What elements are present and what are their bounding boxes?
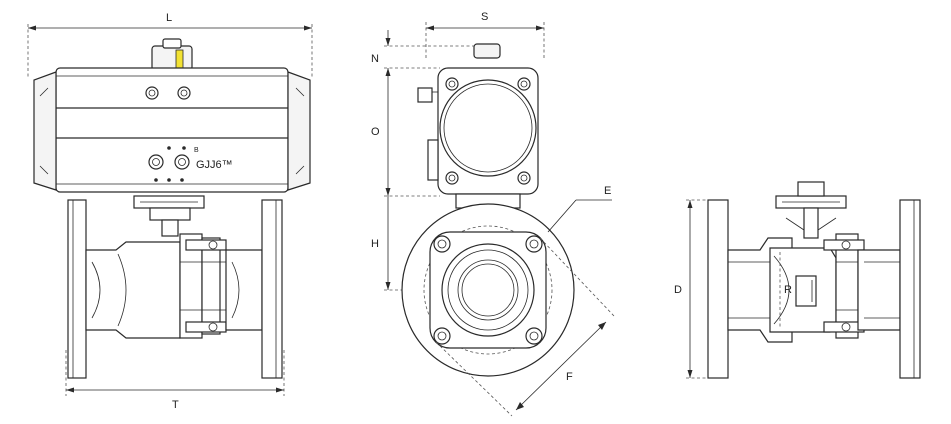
section-view: D R (674, 181, 921, 379)
right-flange (261, 199, 283, 379)
dimension-t: T (65, 350, 285, 411)
side-view: S N O H (371, 11, 615, 417)
section-ball: R (769, 247, 837, 333)
svg-text:B: B (194, 147, 199, 154)
actuator-body: GJJ6™ B (33, 67, 311, 193)
mounting-bracket (133, 195, 205, 237)
valve-body-front (179, 233, 263, 339)
flange-face (401, 203, 575, 377)
section-stem (775, 181, 847, 239)
label-o: O (371, 126, 380, 138)
label-r: R (784, 284, 792, 296)
dimension-l: L (27, 12, 313, 78)
dimension-s: S (425, 11, 545, 60)
dimension-d: D (674, 199, 706, 379)
brand-mark: GJJ6™ (196, 159, 233, 171)
indicator-yellow-icon (175, 49, 184, 71)
label-h: H (371, 238, 379, 250)
bolt-holes (433, 235, 543, 345)
label-e: E (604, 185, 611, 197)
dimension-n-o-h: N O H (371, 30, 486, 291)
label-f: F (566, 371, 573, 383)
label-n: N (371, 53, 379, 65)
label-t: T (172, 399, 179, 411)
actuator-end-view (417, 43, 539, 195)
front-view: L (27, 12, 313, 411)
position-indicator (151, 38, 193, 71)
section-right-flange (857, 199, 921, 379)
dimension-e-f: E F (435, 185, 615, 417)
left-flange (67, 199, 181, 379)
label-l: L (166, 12, 172, 24)
label-d: D (674, 284, 682, 296)
label-s: S (481, 11, 488, 23)
section-bolted-joint (823, 233, 865, 339)
